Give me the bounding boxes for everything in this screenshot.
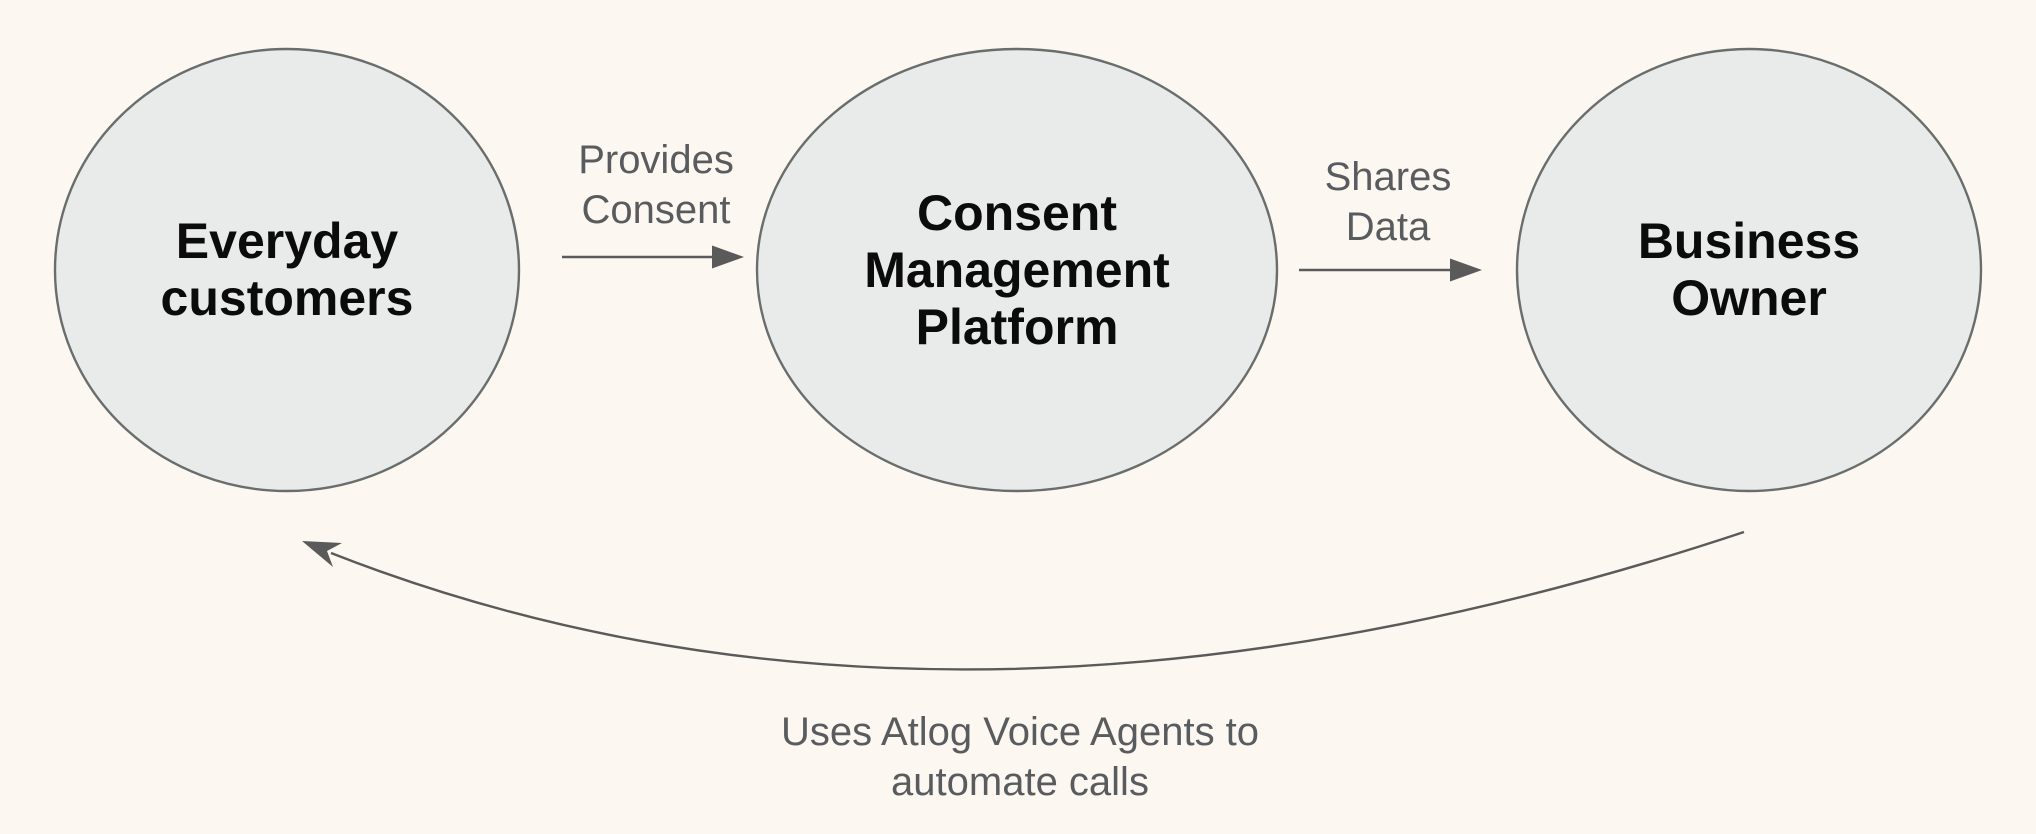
node-everyday-customers-ellipse: [53, 47, 521, 493]
uses-atlog-voice-agents-arrowhead-icon: [302, 541, 342, 567]
provides-consent-arrow: [562, 245, 744, 269]
node-business-owner-ellipse: [1515, 47, 1983, 493]
provides-consent-arrowhead-icon: [712, 245, 744, 269]
shares-data-arrowhead-icon: [1450, 258, 1482, 282]
uses-atlog-voice-agents-arrow: [302, 530, 1745, 671]
node-consent-management-platform-ellipse: [755, 47, 1279, 493]
shares-data-arrow: [1299, 258, 1482, 282]
uses-atlog-voice-agents-arrow-curve: [330, 530, 1745, 671]
